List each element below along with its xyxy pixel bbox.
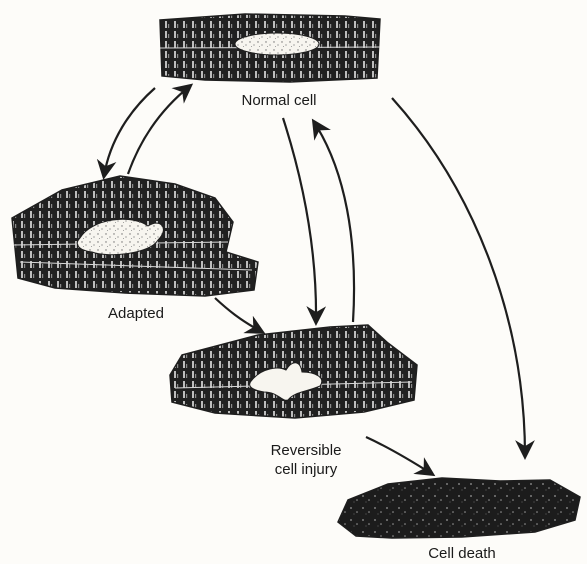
reversible-label-line2: cell injury <box>236 460 376 479</box>
adapted-cell <box>12 176 258 296</box>
reversible-label-line1: Reversible <box>236 441 376 460</box>
normal-cell-label: Normal cell <box>224 91 334 110</box>
cell-death-label: Cell death <box>407 544 517 563</box>
normal-cell-nucleus <box>235 33 319 55</box>
arrow-adapted-to-reversible <box>215 298 262 332</box>
arrow-normal-to-reversible <box>283 118 316 322</box>
arrow-normal-to-death <box>392 98 525 456</box>
normal-cell <box>160 14 380 82</box>
reversible-injury-label: Reversible cell injury <box>236 441 376 479</box>
reversible-injury-cell <box>170 325 417 418</box>
adapted-label: Adapted <box>88 304 184 323</box>
dead-cell <box>338 478 580 538</box>
arrow-reversible-to-normal <box>314 122 354 322</box>
arrow-adapted-to-normal <box>128 86 190 174</box>
